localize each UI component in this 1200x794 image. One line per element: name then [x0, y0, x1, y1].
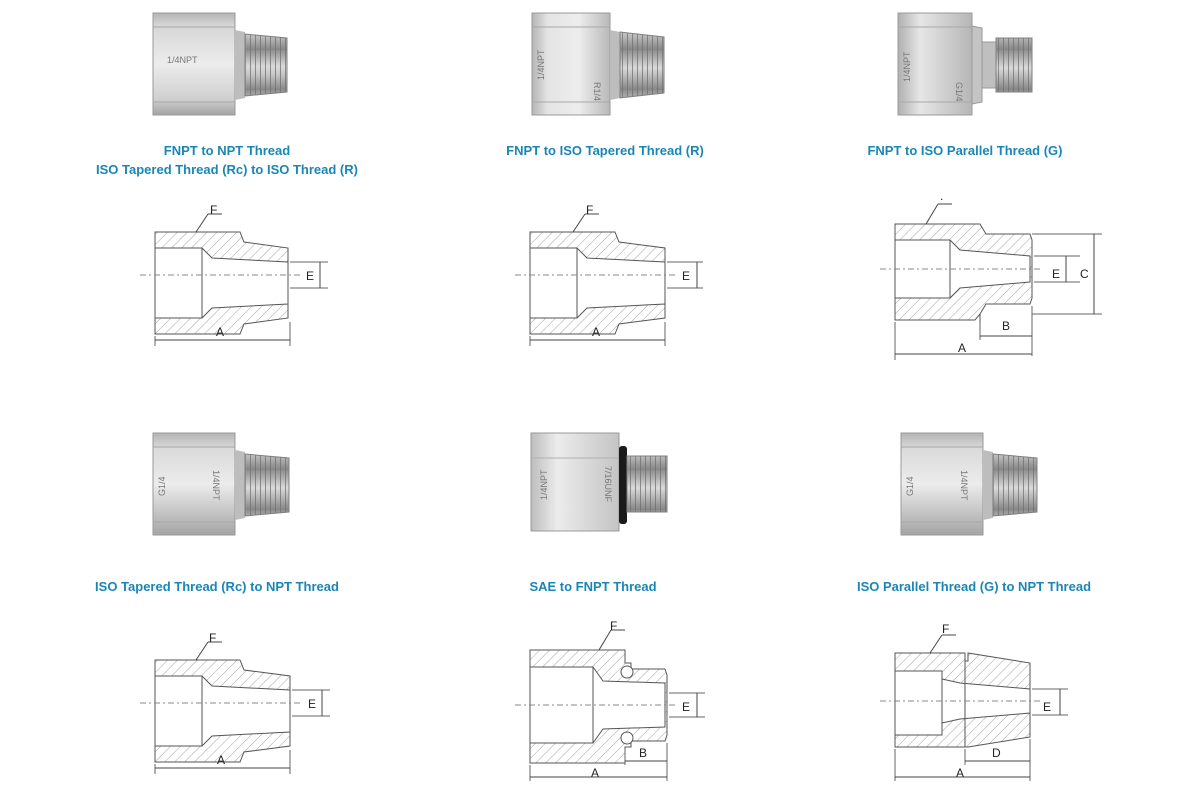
fitting-section-drawing-icon: F E B A	[515, 615, 715, 785]
dimension-label-a: A	[958, 341, 966, 355]
hex-stamp-text: 1/4NPT	[167, 55, 198, 65]
dimension-label-e: E	[1043, 700, 1051, 714]
fitting-section-drawing-icon: . E C B A	[880, 189, 1110, 370]
fitting-photo-icon: G1/4 1/4NPT	[145, 430, 305, 540]
dimension-label-f: F	[610, 619, 617, 633]
fitting-section-drawing-icon: F E A	[140, 628, 330, 778]
product-title-line: FNPT to ISO Parallel Thread (G)	[867, 143, 1063, 158]
dimension-label-f: F	[586, 203, 593, 217]
product-title: FNPT to ISO Tapered Thread (R)	[405, 141, 805, 160]
thread-stamp-text: 1/4NPT	[211, 470, 221, 501]
product-title-line: FNPT to ISO Tapered Thread (R)	[506, 143, 704, 158]
fitting-photo-icon: 1/4NPT G1/4	[888, 10, 1048, 120]
product-title-line: ISO Parallel Thread (G) to NPT Thread	[856, 579, 1092, 594]
fitting-photo-icon: 1/4NPT 7/16UNF	[525, 430, 685, 540]
hex-stamp-text: 1/4NPT	[902, 51, 912, 82]
dimension-label-e: E	[1052, 267, 1060, 281]
hex-stamp-text: G1/4	[157, 476, 167, 496]
dimension-label-f: F	[210, 203, 217, 217]
dimension-label-f: F	[942, 622, 949, 636]
product-title: ISO Parallel Thread (G) to NPT Thread	[774, 577, 1174, 596]
hex-stamp-text: 1/4NPT	[536, 49, 546, 80]
dimension-label-a: A	[591, 766, 599, 780]
dimension-label-dot: .	[940, 189, 943, 203]
product-title-line: ISO Tapered Thread (Rc) to ISO Thread (R…	[96, 162, 358, 177]
fitting-section-drawing-icon: F E D A	[880, 615, 1080, 785]
dimension-label-e: E	[308, 697, 316, 711]
dimension-label-c: C	[1080, 267, 1089, 281]
dimension-label-d: D	[992, 746, 1001, 760]
fitting-photo-icon: G1/4 1/4NPT	[893, 430, 1053, 540]
thread-stamp-text: 1/4NPT	[959, 470, 969, 501]
dimension-label-a: A	[956, 766, 964, 780]
dimension-label-f: F	[209, 631, 216, 645]
dimension-label-a: A	[217, 753, 225, 767]
dimension-label-e: E	[682, 269, 690, 283]
product-title: SAE to FNPT Thread	[393, 577, 793, 596]
hex-stamp-text: G1/4	[905, 476, 915, 496]
product-title-line: ISO Tapered Thread (Rc) to NPT Thread	[95, 579, 339, 594]
fitting-section-drawing-icon: F E A	[515, 200, 703, 350]
dimension-label-a: A	[216, 325, 224, 339]
fitting-photo-icon: 1/4NPT R1/4	[522, 10, 682, 120]
product-title-line: FNPT to NPT Thread	[163, 143, 291, 158]
product-title: FNPT to NPT Thread ISO Tapered Thread (R…	[27, 141, 427, 179]
fitting-photo-icon: 1/4NPT	[145, 10, 305, 120]
product-title: FNPT to ISO Parallel Thread (G)	[765, 141, 1165, 160]
dimension-label-b: B	[1002, 319, 1010, 333]
fitting-section-drawing-icon: F E A	[140, 200, 328, 350]
dimension-label-e: E	[682, 700, 690, 714]
thread-stamp-text: G1/4	[954, 82, 964, 102]
product-title-line: SAE to FNPT Thread	[529, 579, 657, 594]
dimension-label-a: A	[592, 325, 600, 339]
thread-stamp-text: R1/4	[592, 82, 602, 101]
hex-stamp-text: 1/4NPT	[539, 469, 549, 500]
product-title: ISO Tapered Thread (Rc) to NPT Thread	[17, 577, 417, 596]
dimension-label-b: B	[639, 746, 647, 760]
thread-stamp-text: 7/16UNF	[603, 466, 613, 503]
dimension-label-e: E	[306, 269, 314, 283]
